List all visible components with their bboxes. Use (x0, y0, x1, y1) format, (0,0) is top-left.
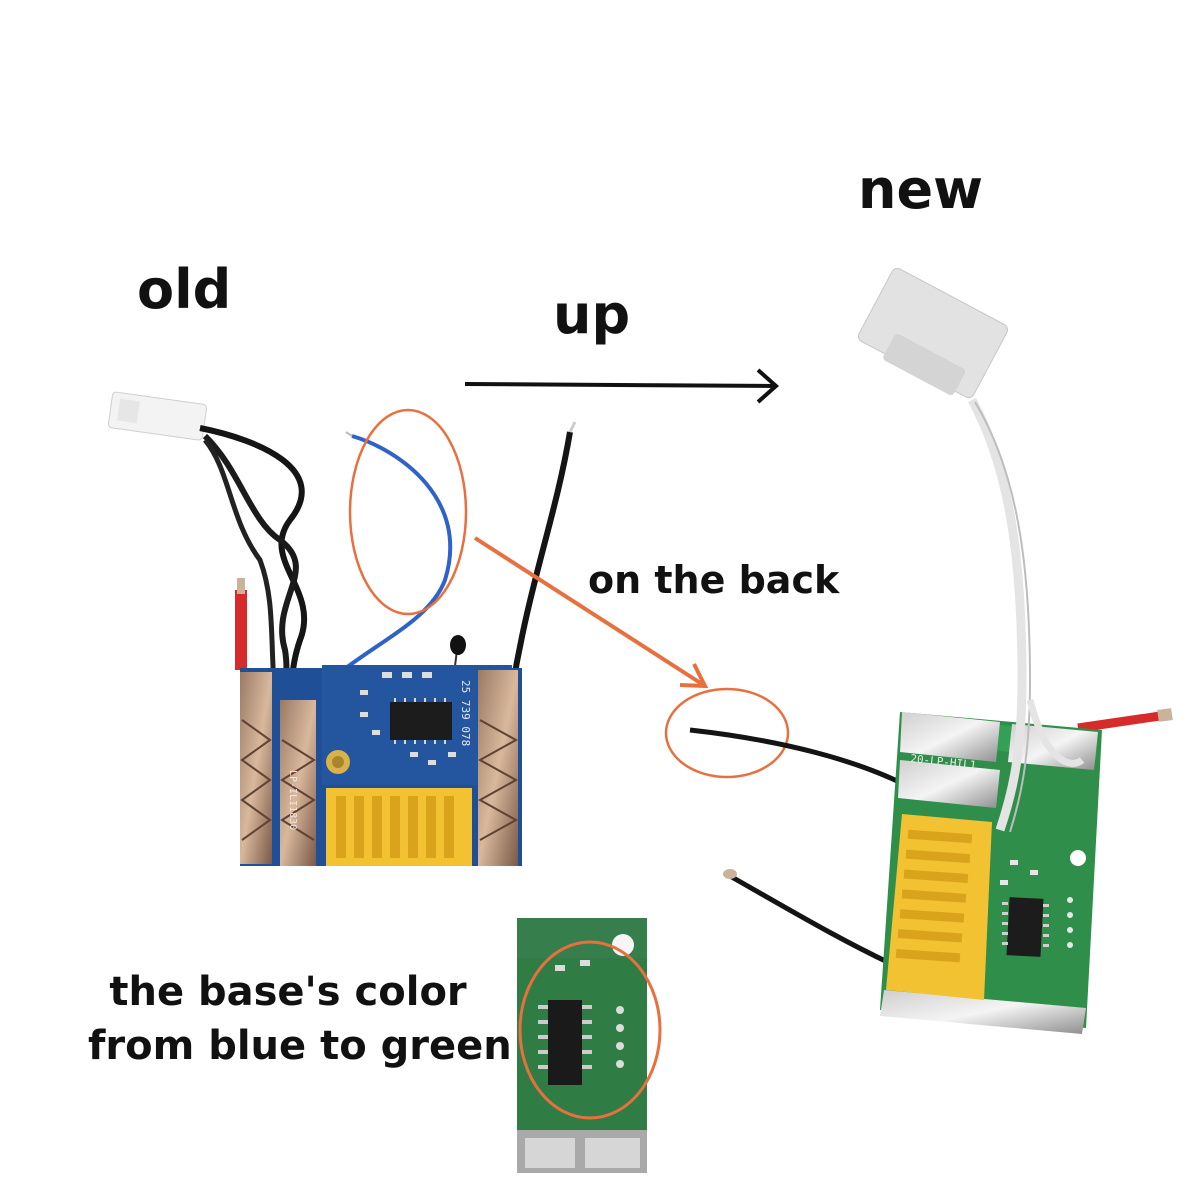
new-bms-board: 20-LP-HIL1 (689, 267, 1173, 1034)
old-board-model: LP-ILI1830 (287, 770, 298, 830)
closeup-inset (517, 918, 662, 1173)
old-white-connector (107, 391, 208, 441)
label-on-the-back: on the back (588, 558, 840, 602)
old-bms-board: 25 739 078 LP-ILI1830 (107, 391, 577, 866)
label-base-color-line2: from blue to green (88, 1023, 512, 1069)
label-old: old (137, 258, 232, 321)
new-white-connector (857, 267, 1009, 399)
highlight-ellipse-icon (348, 408, 468, 616)
highlight-ellipse-icon (518, 940, 662, 1120)
label-base-color-line1: the base's color (109, 969, 467, 1015)
highlight-ellipse-icon (664, 687, 790, 779)
label-new: new (858, 158, 983, 221)
old-board-part-number: 25 739 078 (459, 680, 472, 746)
right-arrow-icon (464, 368, 780, 404)
label-base-color: the base's color from blue to green (88, 965, 512, 1073)
annotation-arrow-icon (473, 536, 709, 689)
label-up: up (553, 283, 631, 346)
